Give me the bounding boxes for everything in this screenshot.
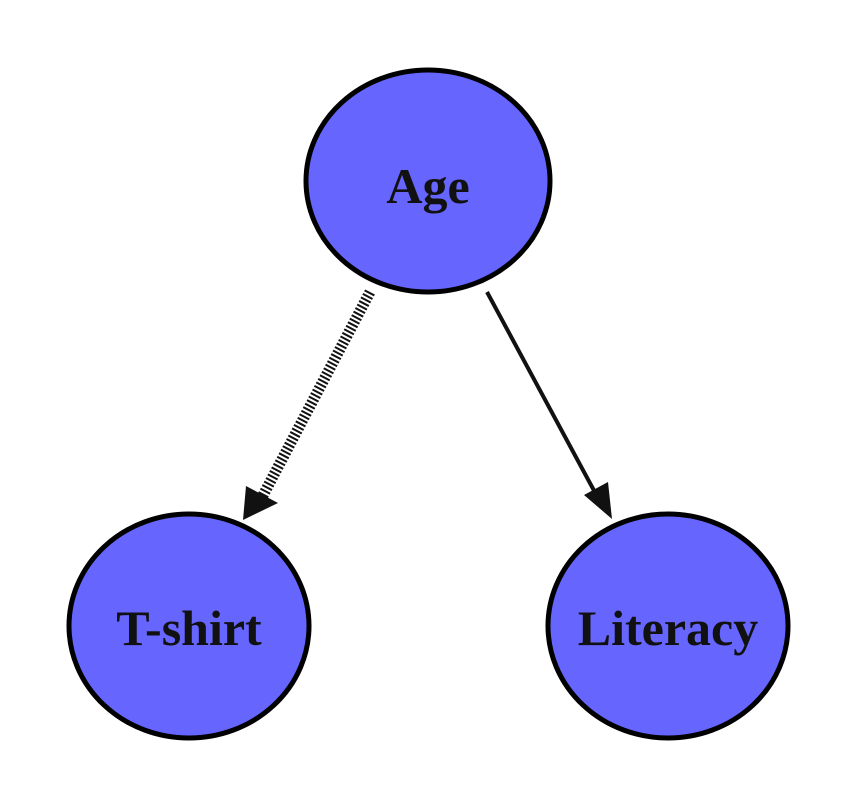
edge-age-to-tshirt-arrowhead: [243, 486, 278, 520]
edge-age-to-literacy-arrowhead: [584, 482, 612, 519]
edge-age-to-literacy-shaft: [485, 291, 600, 499]
node-literacy: Literacy: [545, 511, 791, 741]
node-literacy-label: Literacy: [578, 600, 758, 656]
node-tshirt-label: T-shirt: [116, 600, 262, 656]
node-age-circle: [303, 67, 553, 295]
edge-age-to-tshirt: [243, 289, 375, 520]
node-tshirt-circle: [66, 511, 312, 741]
node-literacy-circle: [545, 511, 791, 741]
node-age: Age: [303, 67, 553, 295]
node-age-label: Age: [386, 158, 469, 214]
node-tshirt: T-shirt: [66, 511, 312, 741]
edge-age-to-tshirt-shaft: [253, 289, 375, 508]
edge-age-to-literacy: [485, 291, 612, 519]
